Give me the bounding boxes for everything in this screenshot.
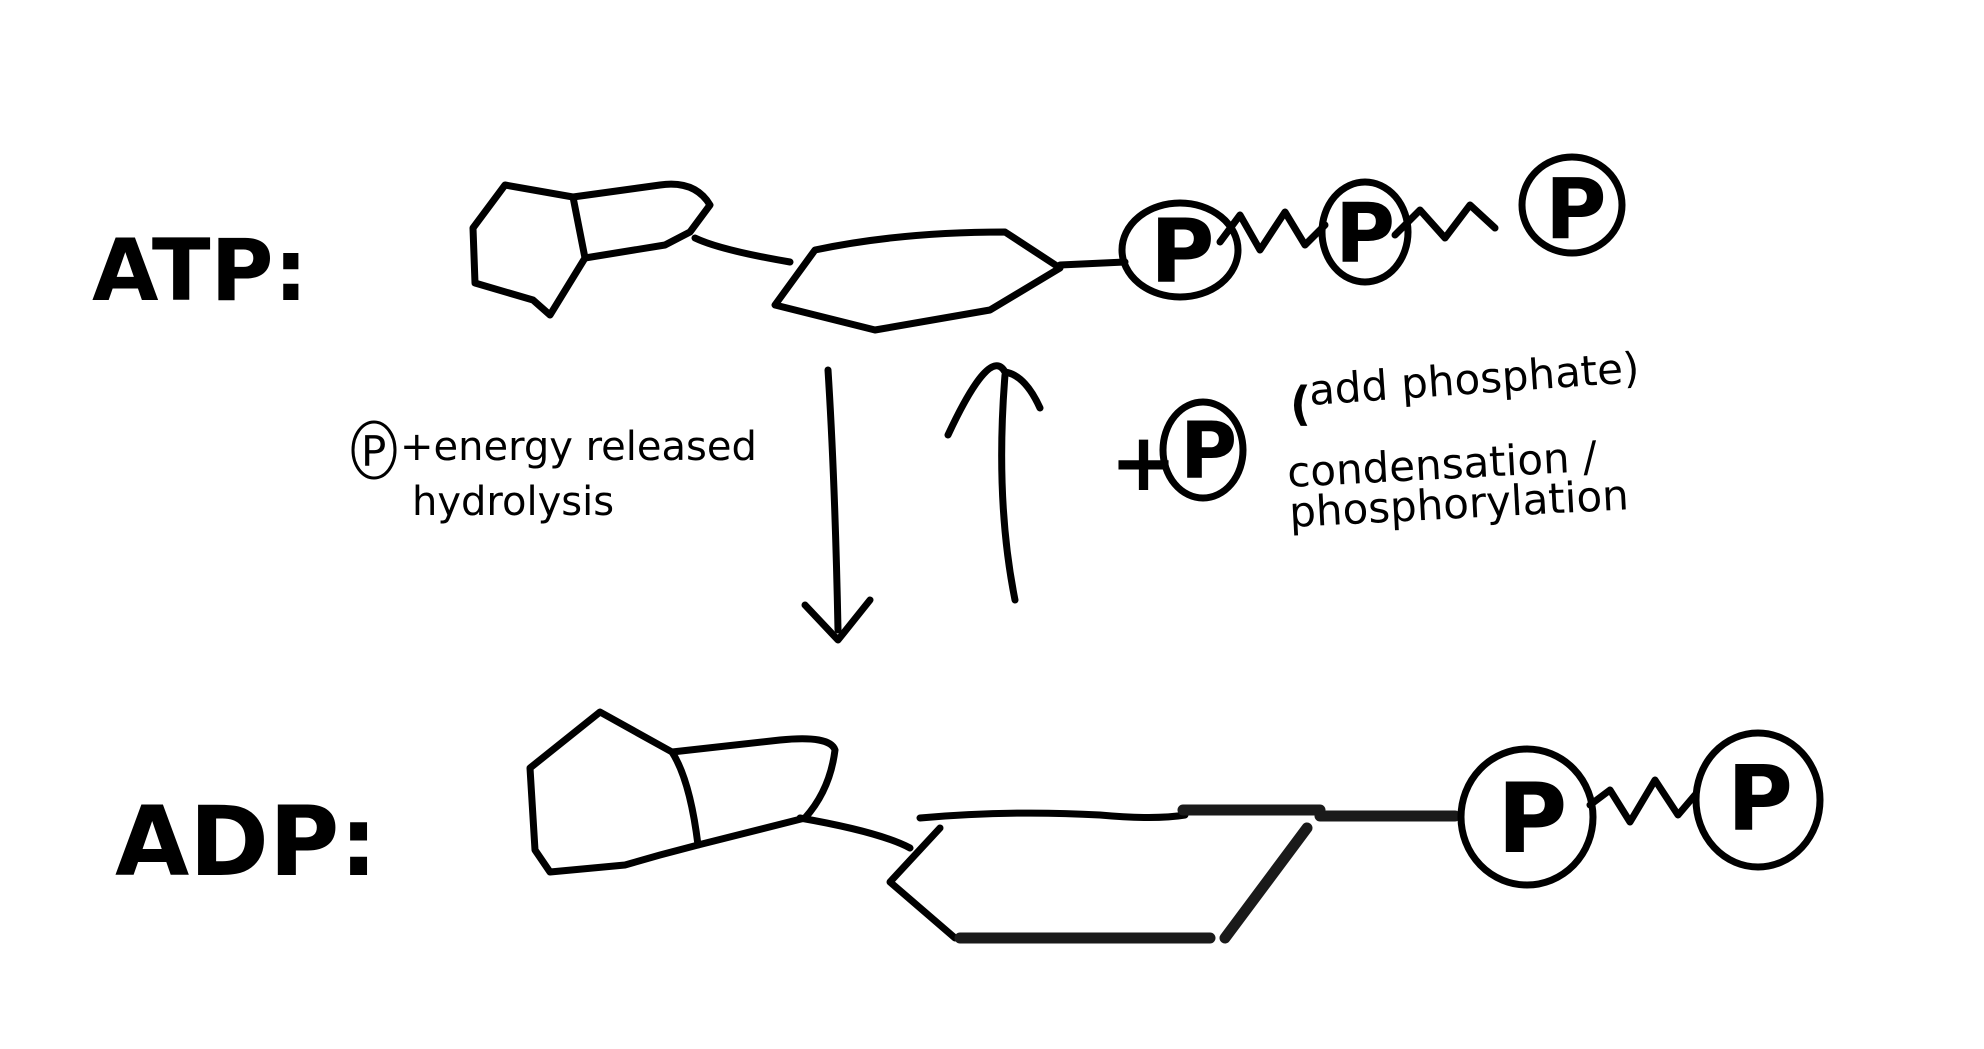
adp-sugar-right-bar	[1219, 822, 1313, 944]
adp-phosphate-1-label: P	[1497, 763, 1567, 875]
hydrolysis-arrow	[801, 366, 874, 644]
atp-molecule	[469, 180, 1499, 334]
atp-phosphate-1-label: P	[1150, 200, 1215, 303]
released-phosphate-label: P	[361, 427, 386, 476]
atp-phosphate-2: P	[1318, 178, 1412, 286]
atp-phosphate-2-label: P	[1335, 187, 1395, 282]
atp-phosphate-1: P	[1118, 199, 1242, 303]
adp-squiggle	[1586, 776, 1699, 826]
atp-phosphate-3-label: P	[1545, 160, 1607, 258]
add-phosphate-text: add phosphate)	[1307, 343, 1641, 415]
added-phosphate: P	[1159, 398, 1247, 502]
add-phosphate-bracket: (	[1290, 377, 1311, 431]
atp-label: ATP:	[92, 221, 308, 321]
adp-base-pentagon	[526, 708, 702, 876]
adp-sugar-top	[916, 809, 1189, 822]
atp-base-pentagon	[469, 181, 589, 319]
atp-sugar	[771, 228, 1064, 334]
adp-label: ADP:	[115, 786, 378, 898]
atp-squiggle-1	[1216, 208, 1329, 254]
atp-squiggle-2	[1391, 201, 1499, 242]
released-phosphate: P	[351, 420, 397, 480]
adp-phosphate-1: P	[1457, 745, 1597, 889]
hydrolysis-label: hydrolysis	[412, 479, 614, 525]
hydrolysis-energy-text: +energy released	[400, 424, 757, 470]
adp-phosphate-2: P	[1692, 729, 1824, 871]
atp-base-sugar-bond	[691, 234, 794, 266]
atp-phosphate-bond	[1056, 258, 1129, 269]
adp-molecule	[526, 708, 1699, 944]
adp-sugar-left	[886, 824, 959, 942]
condensation-arrow	[944, 362, 1044, 604]
added-phosphate-label: P	[1180, 407, 1237, 497]
adp-phosphate-2-label: P	[1727, 747, 1793, 852]
adp-base-sugar-bond	[796, 814, 914, 852]
adp-base-ring	[668, 735, 839, 849]
atp-base-ring	[569, 180, 714, 262]
atp-phosphate-3: P	[1518, 153, 1626, 258]
